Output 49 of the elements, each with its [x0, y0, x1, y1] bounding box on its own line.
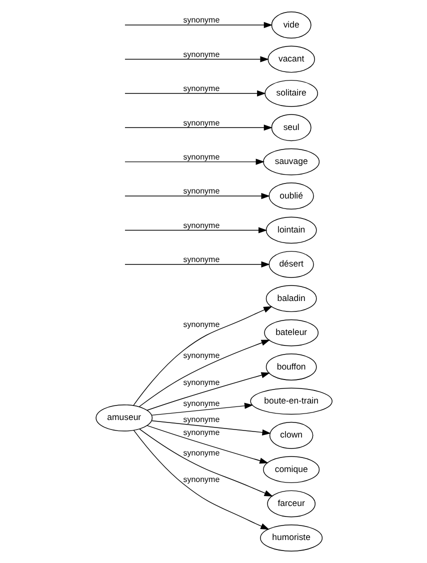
- arrow: [124, 261, 270, 268]
- node-ellipse: clown: [268, 422, 313, 449]
- node-ellipse: oublié: [268, 182, 314, 210]
- edge-label: synonyme: [182, 255, 220, 264]
- node-ellipse: sauvage: [262, 148, 320, 176]
- edge-label: synonyme: [182, 474, 220, 484]
- edge-label: synonyme: [182, 378, 220, 388]
- arrow: [124, 158, 264, 165]
- arrow: [132, 306, 272, 406]
- arrow: [124, 90, 266, 96]
- arrow: [138, 340, 270, 407]
- edge-label: synonyme: [182, 186, 220, 196]
- edge-label: synonyme: [182, 16, 220, 25]
- node-ellipse: comique: [262, 456, 320, 484]
- node-ellipse: seul: [270, 114, 311, 142]
- node-ellipse: baladin: [265, 285, 316, 312]
- node-ellipse: farceur: [266, 490, 316, 518]
- edge-label: synonyme: [182, 118, 220, 128]
- edge-label: synonyme: [182, 320, 220, 329]
- arrow: [150, 420, 270, 436]
- arrow: [124, 56, 268, 62]
- arrow: [132, 430, 269, 530]
- arrow: [150, 402, 253, 416]
- node-ellipse: bateleur: [264, 319, 318, 346]
- arrow: [146, 372, 270, 411]
- arrow: [124, 22, 272, 28]
- node-ellipse: lointain: [265, 216, 316, 244]
- edge-label: synonyme: [182, 428, 220, 438]
- node-ellipse: vide: [270, 12, 311, 38]
- node-ellipse: amuseur: [95, 404, 152, 432]
- edge-label: synonyme: [182, 351, 220, 360]
- edge-label: synonyme: [182, 448, 220, 458]
- node-ellipse: bouffon: [265, 354, 316, 380]
- node-ellipse: solitaire: [264, 80, 318, 107]
- node-ellipse: boute-en-train: [250, 388, 332, 415]
- edge-label: synonyme: [182, 399, 220, 408]
- node-ellipse: vacant: [267, 46, 314, 73]
- edge-label: synonyme: [182, 415, 220, 424]
- arrow: [124, 227, 267, 234]
- arrow: [124, 192, 270, 200]
- node-ellipse: humoriste: [260, 524, 322, 552]
- edge-label: synonyme: [182, 50, 220, 59]
- arrow: [124, 124, 272, 131]
- arrow: [146, 425, 268, 464]
- node-ellipse: désert: [268, 250, 314, 278]
- edge-label: synonyme: [182, 84, 220, 94]
- edge-label: synonyme: [182, 220, 220, 230]
- arrow: [138, 428, 273, 497]
- edge-label: synonyme: [182, 152, 220, 162]
